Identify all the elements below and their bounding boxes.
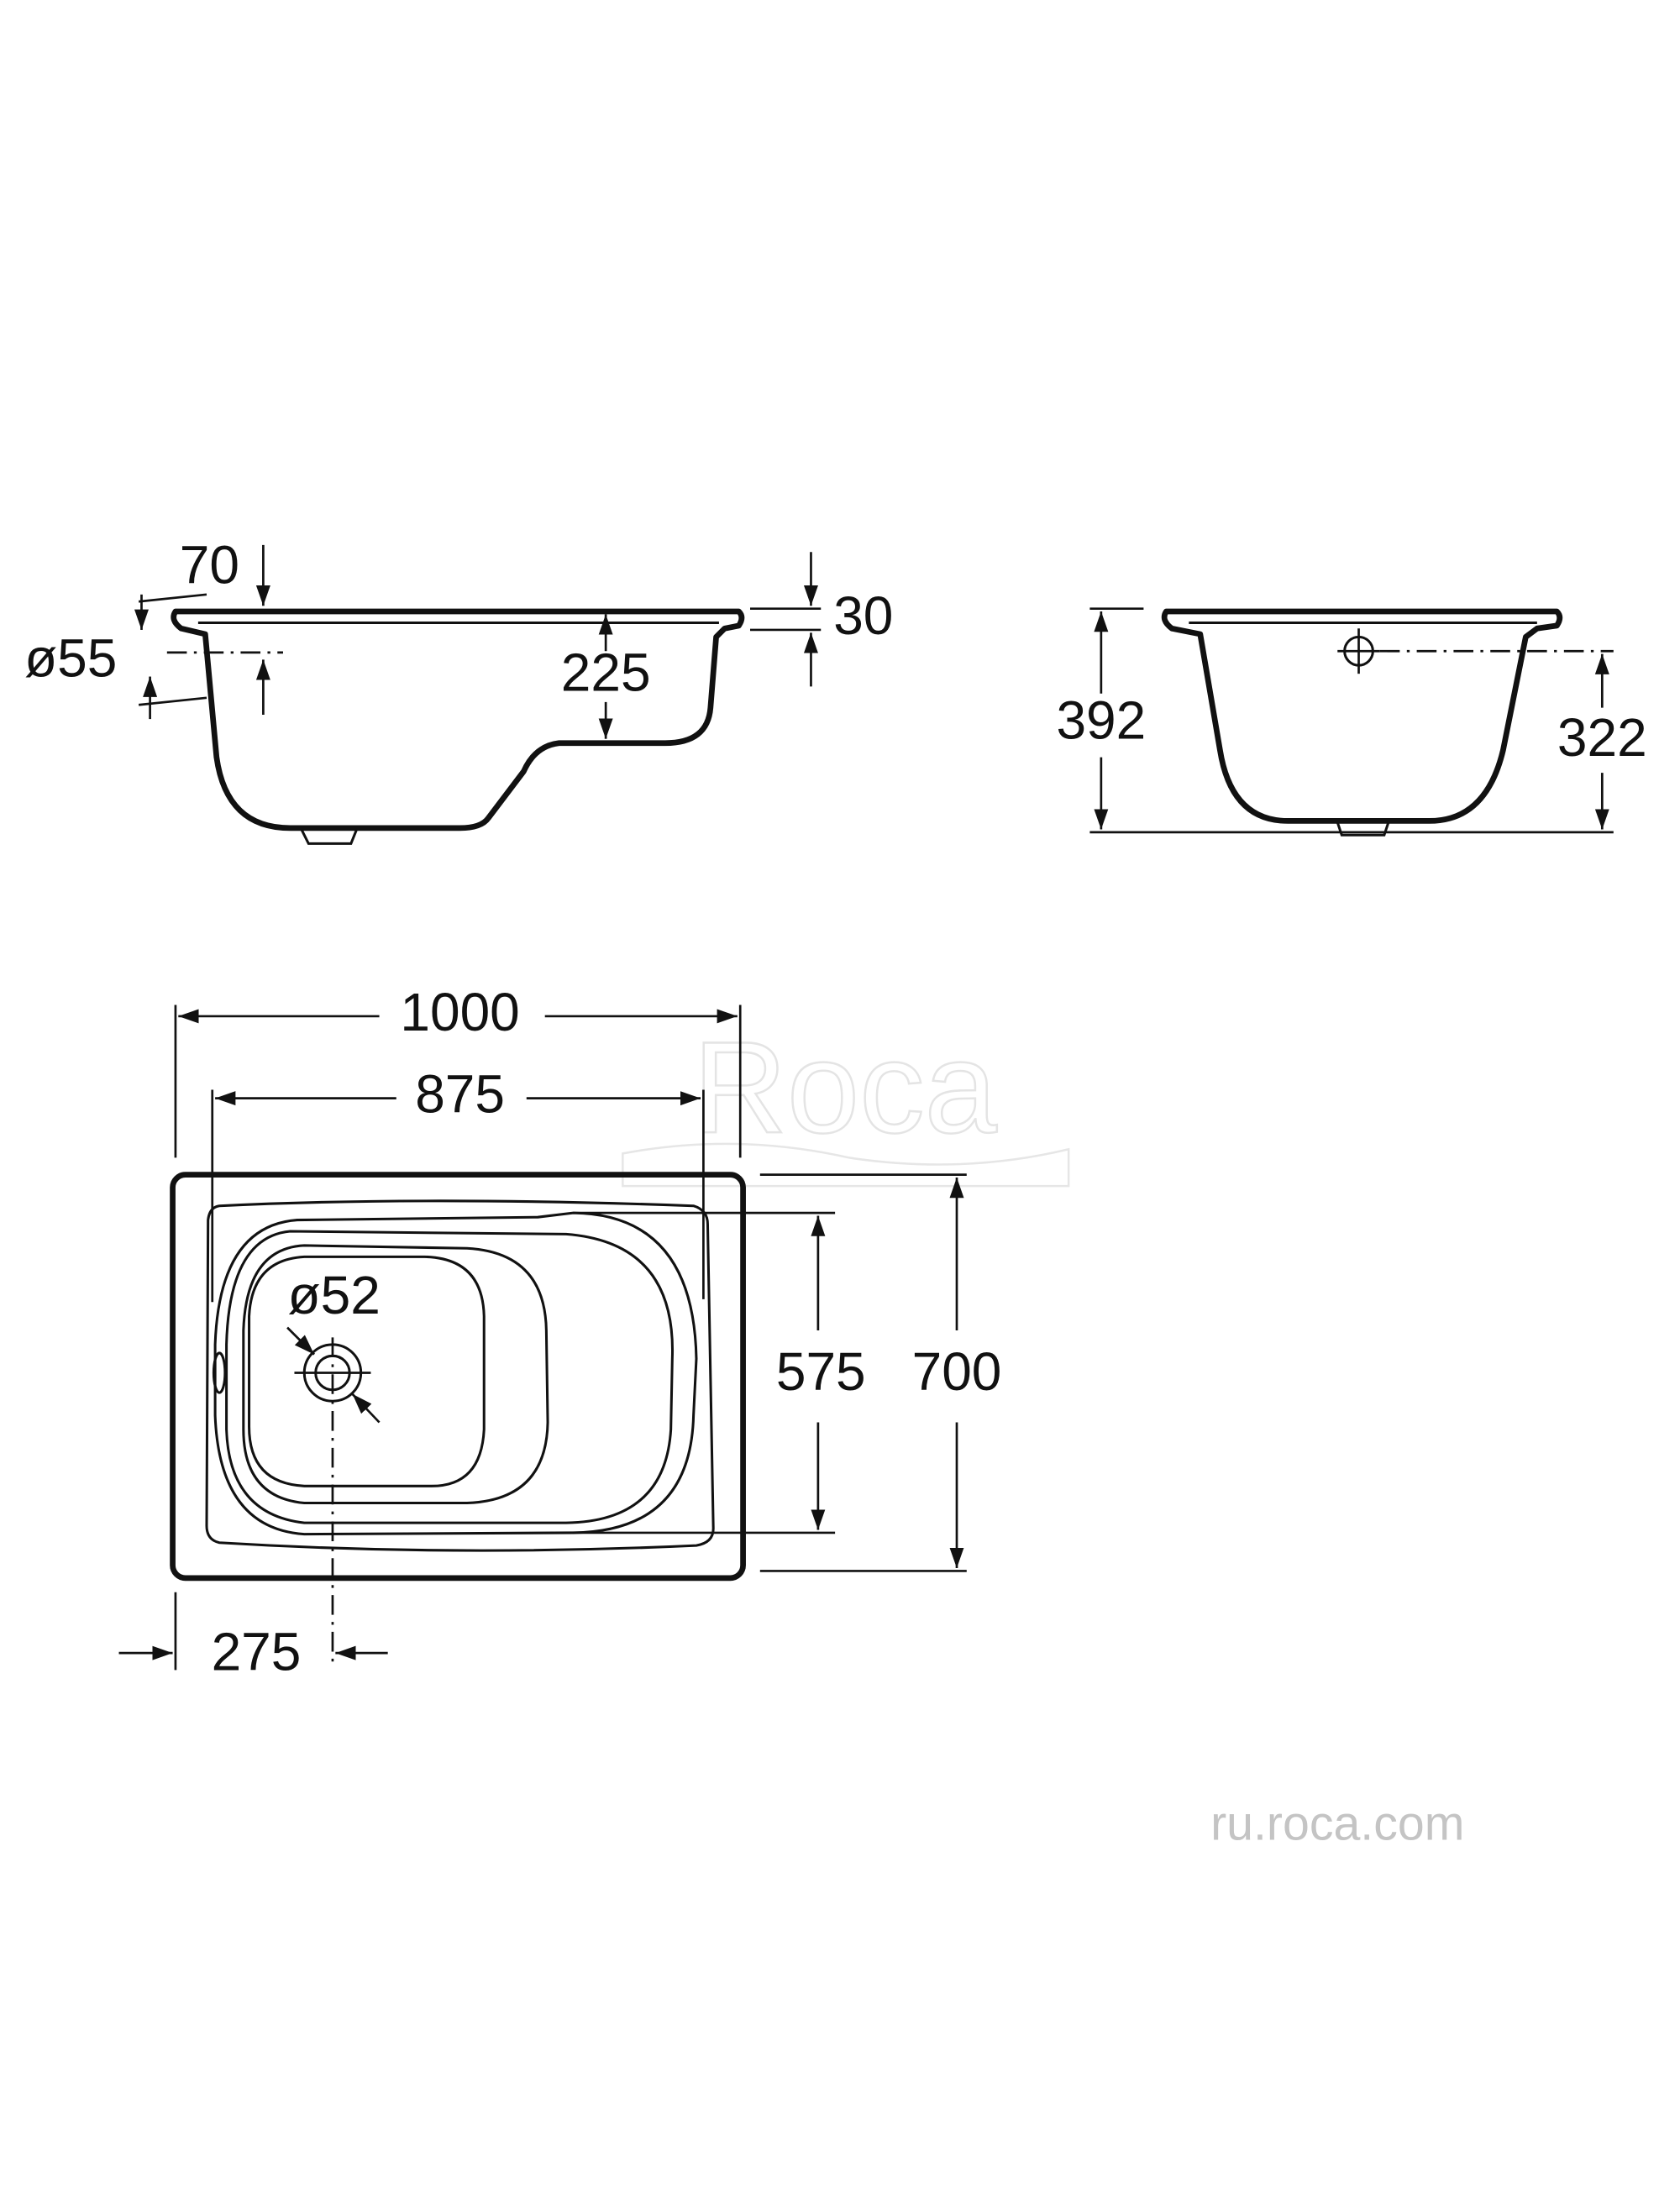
- dim-overflow-diameter: ø55: [24, 628, 117, 689]
- tub-profile-short: [1161, 608, 1563, 824]
- dim-total-height: 392: [1056, 690, 1146, 751]
- roca-watermark: Roca: [693, 1015, 998, 1160]
- footwell-outline: [242, 1244, 549, 1505]
- side-view-long: 70 ø55 225 30: [24, 534, 893, 845]
- drain-outlet-short: [1336, 821, 1390, 837]
- dim-seat-depth: 225: [561, 642, 651, 702]
- footwell-bottom: [248, 1255, 486, 1487]
- dim-overall-length: 1000: [400, 982, 519, 1042]
- side-view-short: 392 322: [1056, 607, 1647, 837]
- dim-drain-diameter: ø52: [287, 1265, 380, 1325]
- basin-outline: [213, 1211, 698, 1536]
- rim-inner: [205, 1199, 715, 1552]
- overflow-hole: [212, 1351, 227, 1394]
- tub-profile-long: [171, 608, 745, 831]
- watermark-wave: [622, 1142, 1070, 1188]
- seat-outline: [225, 1230, 674, 1524]
- dim-overflow-height: 322: [1557, 707, 1647, 768]
- website-url: ru.roca.com: [1210, 1797, 1464, 1851]
- dim-inner-width: 575: [776, 1341, 866, 1402]
- drain-outlet: [300, 828, 359, 845]
- plan-view: ø52 1000 875 575 700 275: [118, 982, 1002, 1681]
- tub-outline-plan: [170, 1172, 746, 1582]
- dim-inner-length: 875: [415, 1064, 505, 1125]
- dim-rim-offset: 70: [180, 534, 239, 595]
- dim-rim-thickness: 30: [833, 585, 893, 646]
- dim-overall-width: 700: [912, 1341, 1002, 1402]
- dim-drain-offset: 275: [212, 1621, 302, 1681]
